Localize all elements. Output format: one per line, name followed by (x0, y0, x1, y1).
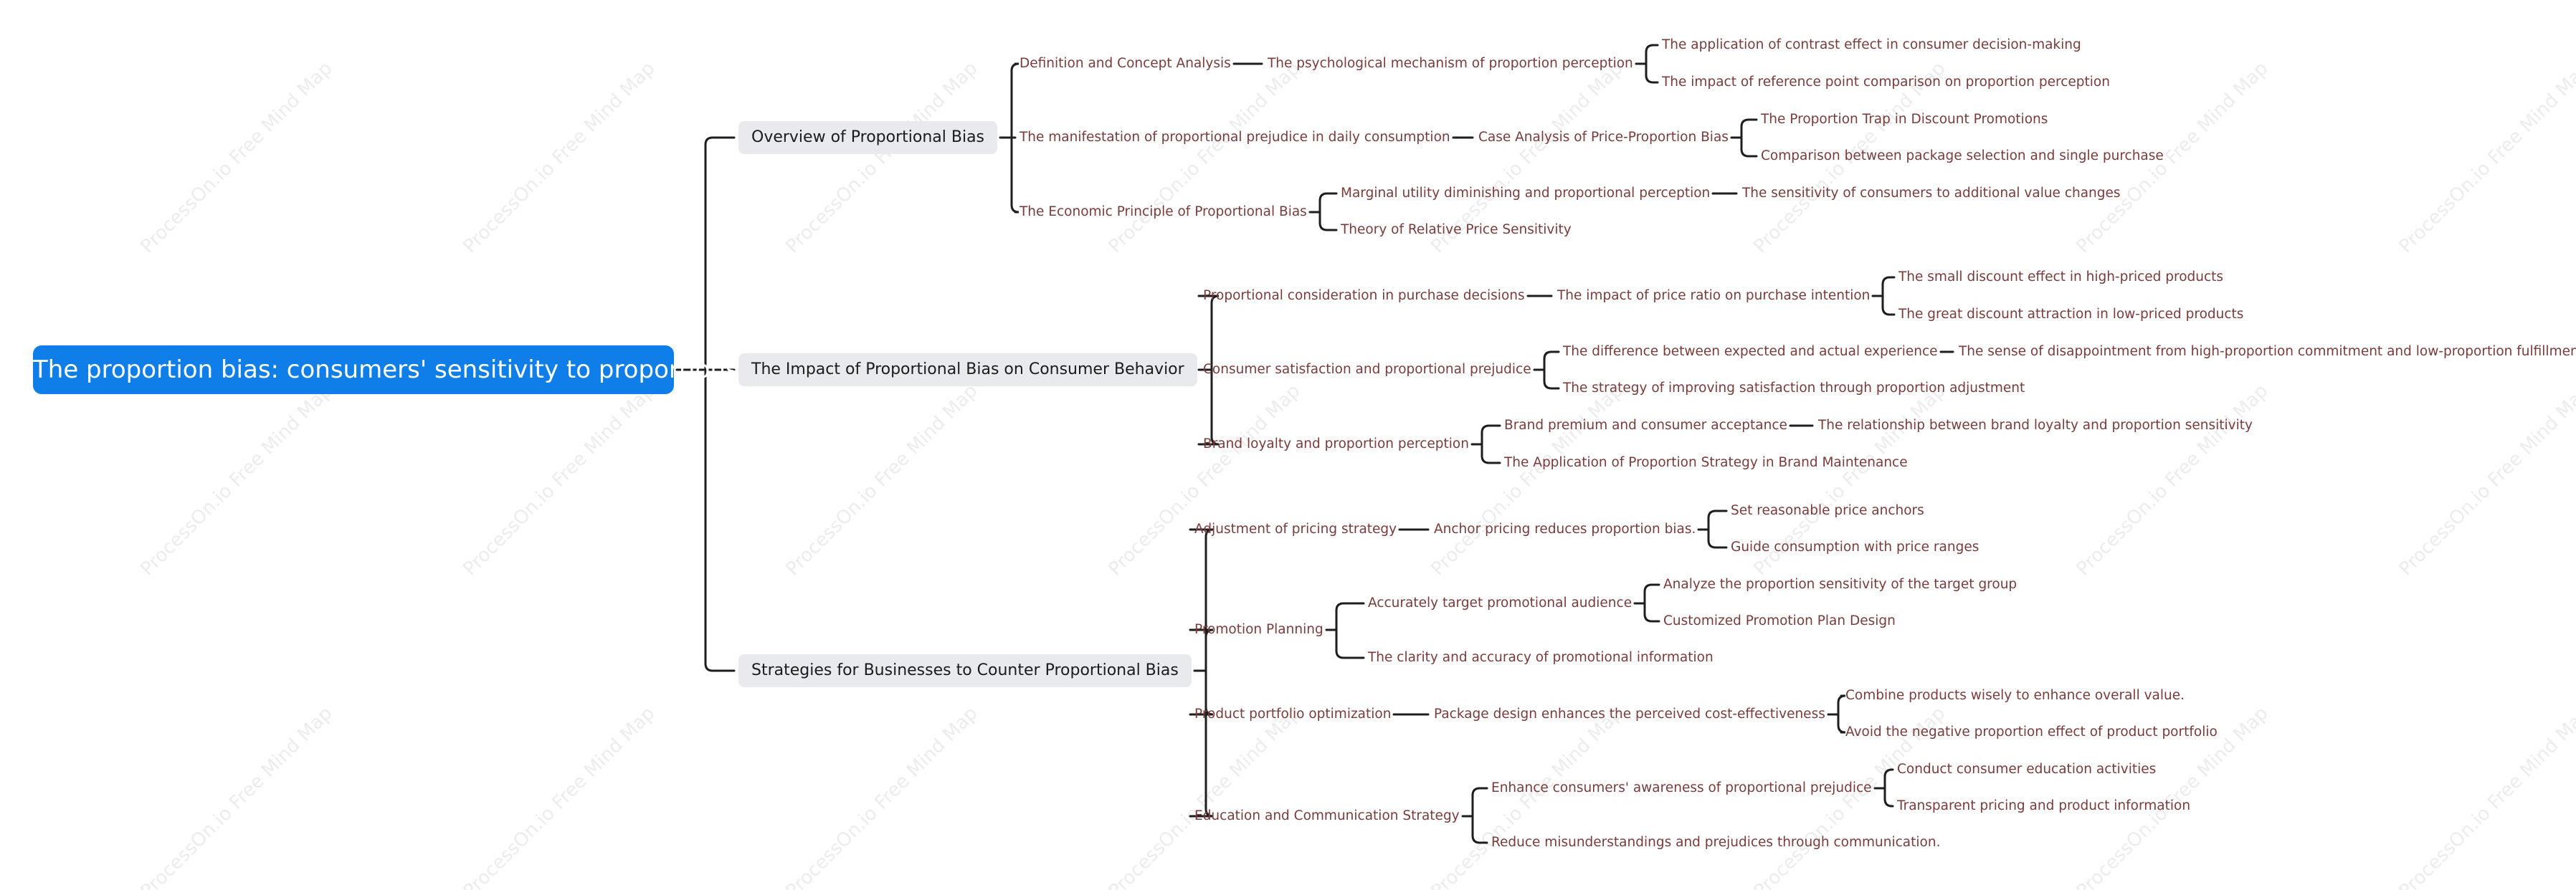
topic-promotion-planning[interactable]: Promotion Planning (1194, 622, 1323, 637)
connector-line (1189, 528, 1214, 538)
topic-relative-price[interactable]: Theory of Relative Price Sensitivity (1341, 222, 1572, 237)
topic-consumer-education[interactable]: Conduct consumer education activities (1897, 762, 2157, 777)
topic-pricing-strategy[interactable]: Adjustment of pricing strategy (1194, 522, 1397, 537)
branch-impact[interactable]: The Impact of Proportional Bias on Consu… (738, 353, 1197, 386)
topic-great-discount[interactable]: The great discount attraction in low-pri… (1898, 307, 2244, 322)
topic-purchase-decisions[interactable]: Proportional consideration in purchase d… (1203, 288, 1525, 303)
connector-line (1010, 204, 1020, 214)
topic-reduce-misunderstandings[interactable]: Reduce misunderstandings and prejudices … (1491, 835, 1941, 850)
connector-line (1197, 295, 1220, 305)
topic-anchor-pricing[interactable]: Anchor pricing reduces proportion bias. (1434, 522, 1696, 537)
topic-transparent-pricing[interactable]: Transparent pricing and product informat… (1897, 798, 2191, 813)
connector-line (1740, 148, 1758, 158)
topic-awareness[interactable]: Enhance consumers' awareness of proporti… (1491, 780, 1872, 795)
topic-definition-concept[interactable]: Definition and Concept Analysis (1020, 56, 1231, 71)
connector-line (1481, 454, 1501, 464)
topic-satisfaction-prejudice[interactable]: Consumer satisfaction and proportional p… (1203, 362, 1531, 377)
topic-economic-principle[interactable]: The Economic Principle of Proportional B… (1020, 204, 1307, 219)
topic-psych-mechanism[interactable]: The psychological mechanism of proportio… (1268, 56, 1633, 71)
connector-line (1471, 834, 1488, 844)
connector-line (1707, 539, 1728, 549)
topic-education-communication[interactable]: Education and Communication Strategy (1194, 808, 1460, 823)
connector-line (1543, 380, 1560, 390)
connector-line (1837, 694, 1846, 704)
topic-loyalty-sensitivity[interactable]: The relationship between brand loyalty a… (1818, 418, 2253, 433)
connector-line (1881, 276, 1896, 286)
topic-avoid-negative-effect[interactable]: Avoid the negative proportion effect of … (1845, 724, 2218, 740)
topic-target-group-sensitivity[interactable]: Analyze the proportion sensitivity of th… (1663, 577, 2017, 592)
connector-line (1543, 350, 1560, 360)
topic-small-discount[interactable]: The small discount effect in high-priced… (1898, 269, 2224, 284)
topic-brand-premium[interactable]: Brand premium and consumer acceptance (1504, 418, 1787, 433)
connector-line (1189, 706, 1214, 716)
topic-combine-products[interactable]: Combine products wisely to enhance overa… (1845, 688, 2185, 703)
topic-portfolio-optimization[interactable]: Product portfolio optimization (1194, 707, 1392, 722)
connector-line (1883, 798, 1894, 808)
topic-reference-point[interactable]: The impact of reference point comparison… (1662, 75, 2110, 90)
connector-line (1318, 192, 1338, 202)
connector-line (1643, 583, 1660, 593)
topic-customized-plan[interactable]: Customized Promotion Plan Design (1663, 613, 1896, 628)
connector-line (1643, 613, 1660, 623)
connector-line (1881, 306, 1896, 316)
connector-line (1197, 436, 1220, 446)
topic-expected-vs-actual[interactable]: The difference between expected and actu… (1563, 344, 1938, 359)
topic-brand-maintenance[interactable]: The Application of Proportion Strategy i… (1504, 455, 1908, 470)
connector-line (1740, 118, 1758, 128)
connector-line (1481, 424, 1501, 434)
topic-discount-trap[interactable]: The Proportion Trap in Discount Promotio… (1761, 112, 2048, 127)
connector-line (1318, 221, 1338, 231)
topic-satisfaction-strategy[interactable]: The strategy of improving satisfaction t… (1563, 381, 2025, 396)
branch-overview[interactable]: Overview of Proportional Bias (738, 121, 998, 154)
topic-price-proportion-case[interactable]: Case Analysis of Price-Proportion Bias (1478, 130, 1729, 145)
connector-line (1189, 808, 1214, 818)
connector-line (704, 662, 736, 672)
topic-price-anchors[interactable]: Set reasonable price anchors (1731, 503, 1924, 518)
topic-additional-value[interactable]: The sensitivity of consumers to addition… (1742, 186, 2121, 201)
connector-line (1335, 649, 1365, 659)
topic-contrast-effect[interactable]: The application of contrast effect in co… (1662, 37, 2081, 52)
topic-daily-consumption[interactable]: The manifestation of proportional prejud… (1020, 130, 1450, 145)
topic-package-vs-single[interactable]: Comparison between package selection and… (1761, 148, 2164, 163)
connector-line (1645, 74, 1659, 84)
branch-strategies[interactable]: Strategies for Businesses to Counter Pro… (738, 654, 1192, 687)
connector-line (1645, 44, 1659, 54)
connector-line (1335, 602, 1365, 612)
topic-price-ratio[interactable]: The impact of price ratio on purchase in… (1557, 288, 1871, 303)
connector-line (1883, 768, 1894, 778)
connector-line (1471, 787, 1488, 797)
connector-line (704, 136, 736, 146)
topic-promo-clarity[interactable]: The clarity and accuracy of promotional … (1368, 650, 1714, 665)
topic-price-ranges[interactable]: Guide consumption with price ranges (1731, 540, 1979, 555)
connector-line (1010, 62, 1020, 72)
topic-marginal-utility[interactable]: Marginal utility diminishing and proport… (1341, 186, 1711, 201)
connector-line (1189, 628, 1214, 638)
connector-line (1707, 509, 1728, 520)
topic-brand-loyalty[interactable]: Brand loyalty and proportion perception (1203, 436, 1469, 451)
topic-disappointment[interactable]: The sense of disappointment from high-pr… (1959, 344, 2576, 359)
topic-target-audience[interactable]: Accurately target promotional audience (1368, 595, 1632, 611)
connector-line (1837, 724, 1846, 734)
root-topic[interactable]: The proportion bias: consumers' sensitiv… (33, 345, 738, 394)
topic-package-design[interactable]: Package design enhances the perceived co… (1434, 707, 1825, 722)
